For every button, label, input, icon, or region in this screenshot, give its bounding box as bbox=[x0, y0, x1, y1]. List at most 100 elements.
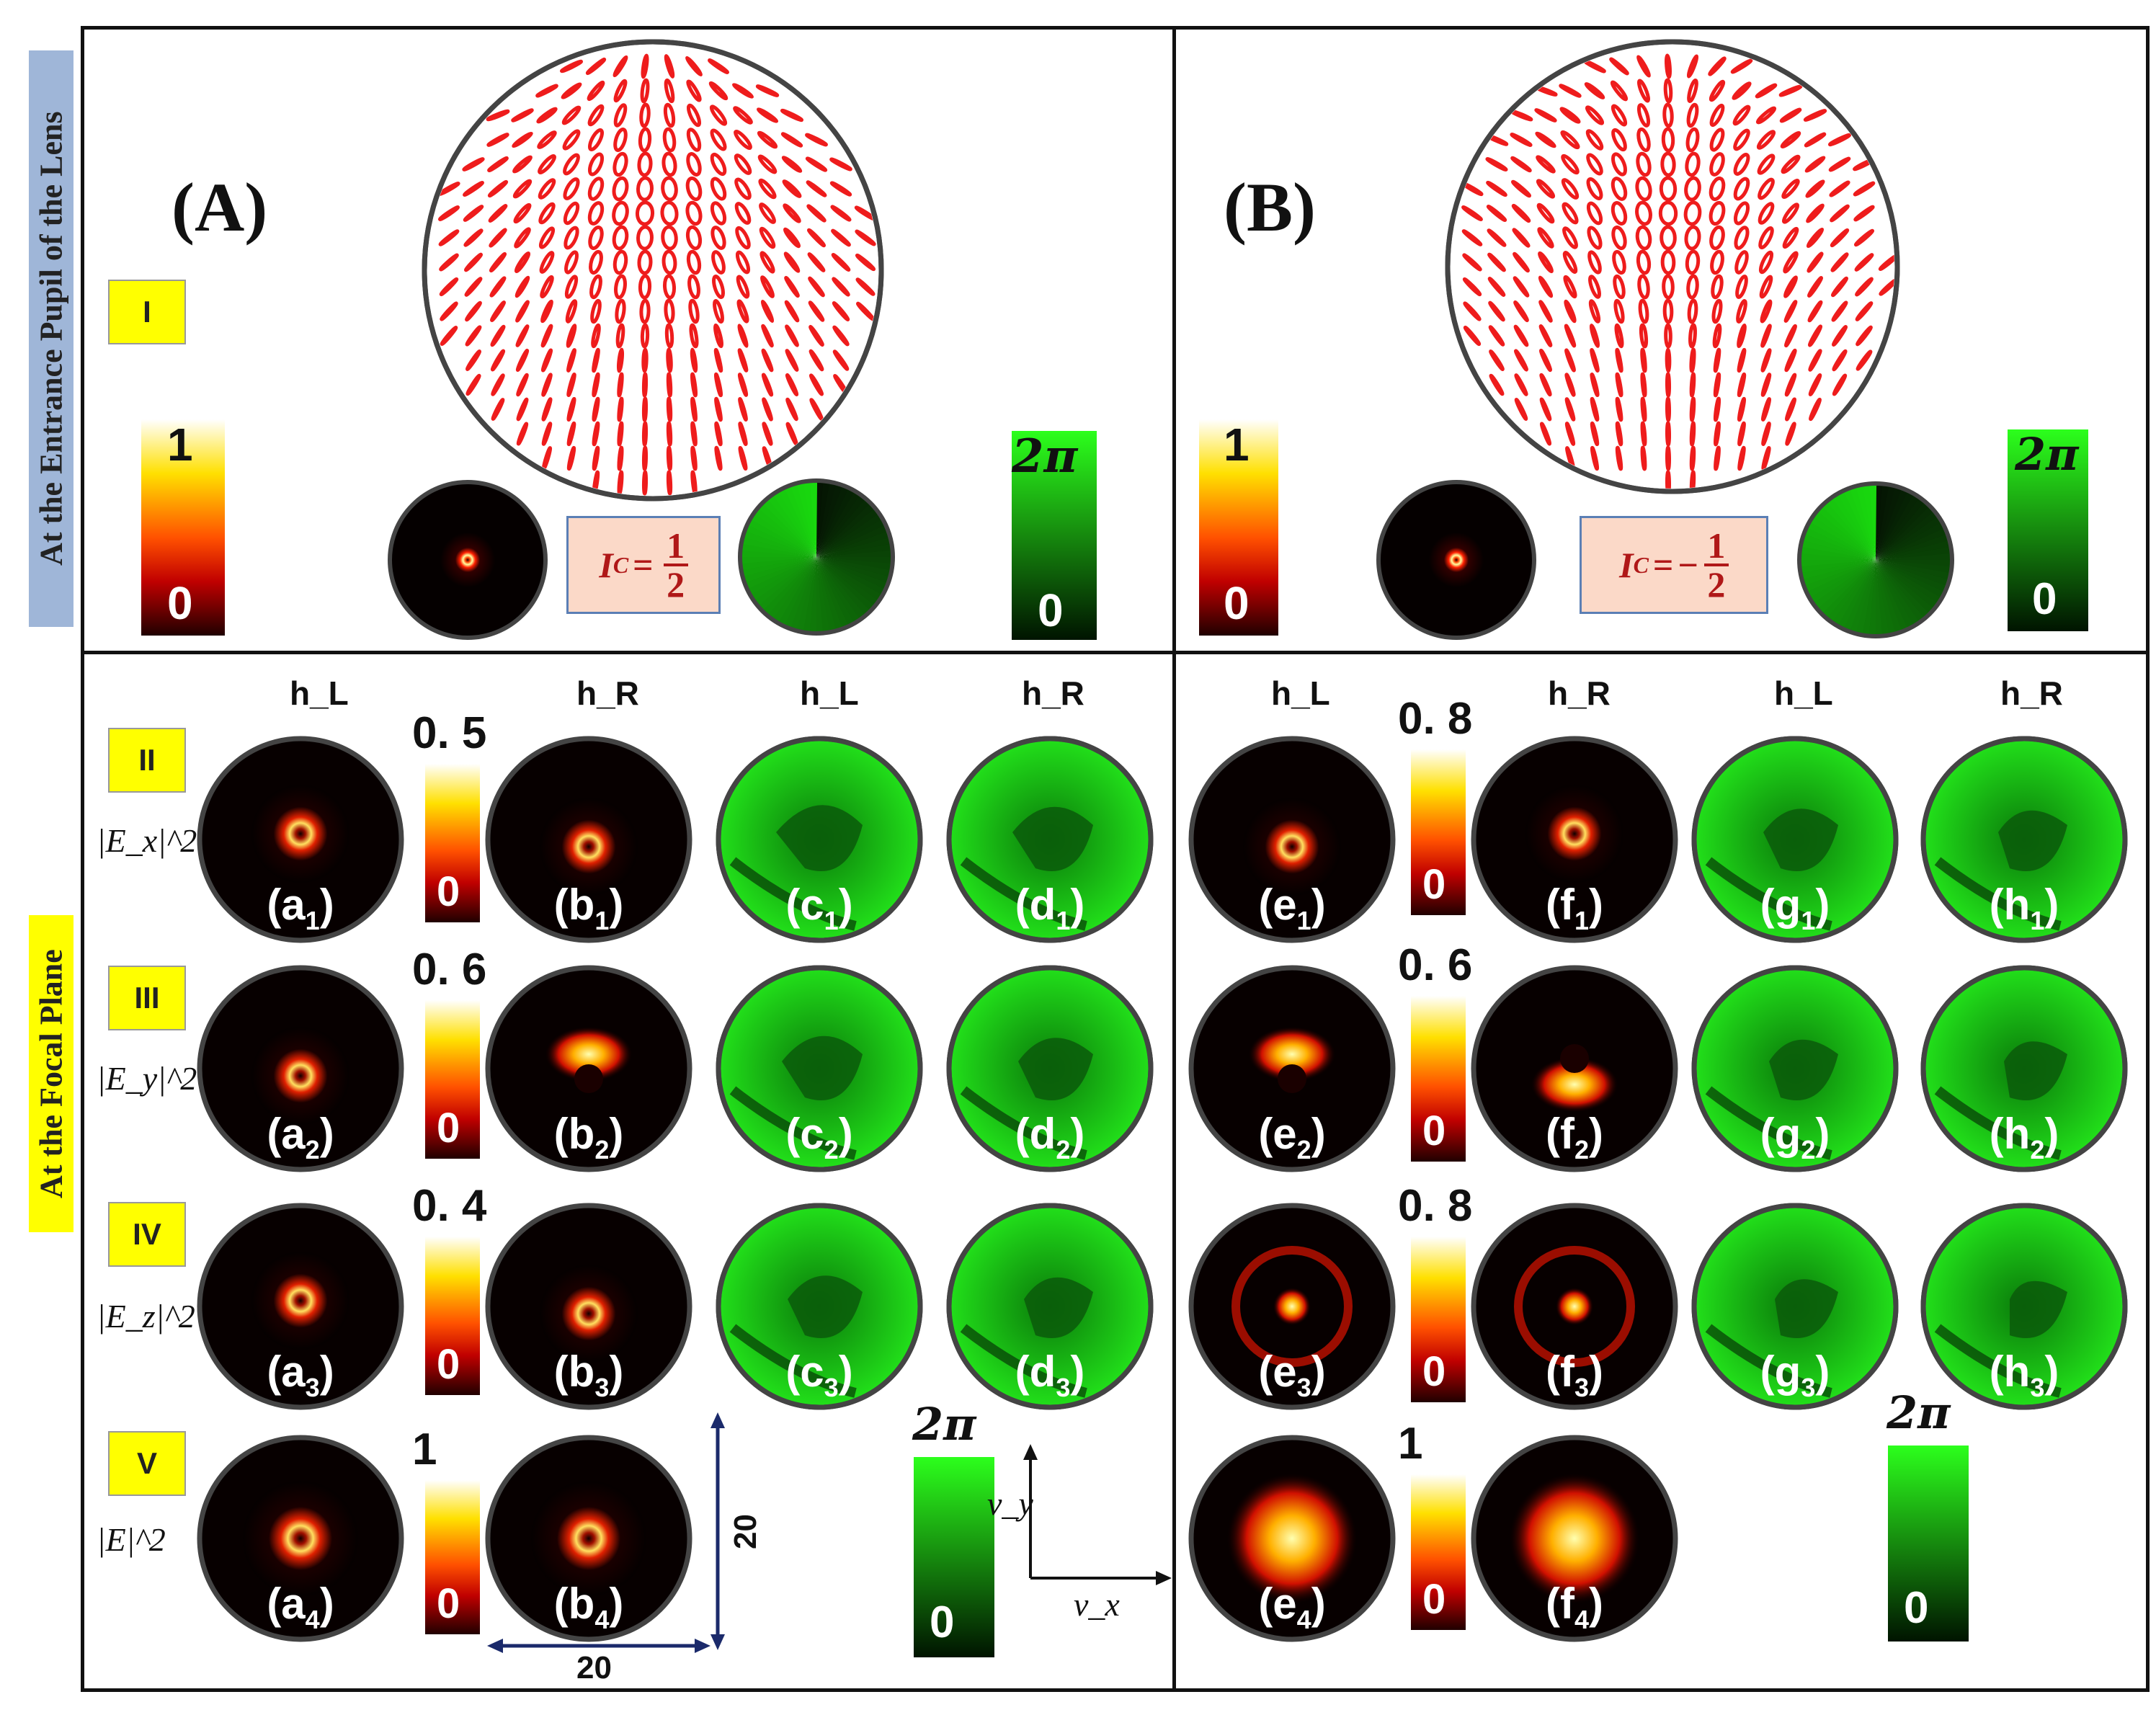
polarization-ellipse-map-A bbox=[422, 39, 884, 502]
intensity-colorbar-B-max: 1 bbox=[1224, 419, 1250, 471]
focal-colorbar-left-4-min: 0 bbox=[437, 1580, 460, 1627]
phase-colorbar-A-max: 2π bbox=[1012, 429, 1078, 484]
focal-colorbar-right-1-min: 0 bbox=[1422, 861, 1446, 908]
svg-text:(c2): (c2) bbox=[785, 1110, 852, 1164]
row-eq-E: |E|^2 bbox=[97, 1521, 166, 1558]
ic-sign-B: − bbox=[1678, 545, 1698, 585]
panel-f3: (f3) bbox=[1471, 1203, 1678, 1410]
focal-colorbar-left-1 bbox=[425, 764, 480, 922]
polarization-ellipse-map-B bbox=[1445, 39, 1900, 494]
intensity-colorbar-B-min: 0 bbox=[1224, 577, 1250, 629]
focal-phase-colorbar-left bbox=[914, 1457, 994, 1657]
row-tag-II: II bbox=[108, 728, 186, 793]
svg-text:(g3): (g3) bbox=[1760, 1348, 1830, 1402]
panel-c3: (c3) bbox=[716, 1203, 923, 1410]
ic-num-A: 1 bbox=[667, 525, 685, 566]
scale-bar-vertical bbox=[710, 1412, 725, 1650]
focal-colorbar-right-1 bbox=[1411, 749, 1466, 915]
svg-text:(g2): (g2) bbox=[1760, 1110, 1830, 1164]
focal-colorbar-left-4-max: 1 bbox=[412, 1425, 437, 1474]
svg-text:(f3): (f3) bbox=[1546, 1348, 1603, 1402]
panel-a3: (a3) bbox=[197, 1203, 404, 1410]
panel-b2: (b2) bbox=[485, 965, 692, 1172]
focal-colorbar-right-4-max: 1 bbox=[1398, 1419, 1423, 1469]
focal-phase-colorbar-right bbox=[1888, 1446, 1969, 1642]
svg-text:(e3): (e3) bbox=[1258, 1348, 1325, 1402]
svg-text:(g1): (g1) bbox=[1760, 881, 1830, 935]
focal-colorbar-right-4 bbox=[1411, 1474, 1466, 1630]
panel-g2: (g2) bbox=[1691, 965, 1899, 1172]
col-header-h: h_R bbox=[2000, 674, 2063, 712]
svg-text:(a1): (a1) bbox=[267, 881, 334, 935]
col-header-g: h_L bbox=[1774, 674, 1833, 712]
phase-colorbar-B-max: 2π bbox=[2015, 428, 2079, 481]
row-tag-V: V bbox=[108, 1431, 186, 1496]
svg-text:(f4): (f4) bbox=[1546, 1580, 1603, 1634]
focal-colorbar-left-1-max: 0. 5 bbox=[412, 708, 487, 758]
focal-colorbar-right-2-min: 0 bbox=[1422, 1108, 1446, 1154]
panel-B-focal-frame bbox=[1172, 651, 2150, 1692]
panel-c1: (c1) bbox=[716, 736, 923, 943]
phase-colorbar-A-min: 0 bbox=[1038, 584, 1064, 636]
scale-bar-horizontal-label: 20 bbox=[576, 1650, 612, 1685]
panel-a1: (a1) bbox=[197, 736, 404, 943]
axis-label-vx: v_x bbox=[1074, 1586, 1120, 1623]
ic-den-B: 2 bbox=[1707, 564, 1726, 605]
svg-text:(c1): (c1) bbox=[785, 881, 852, 935]
col-header-c: h_L bbox=[800, 674, 859, 712]
ic-rel-B: = bbox=[1652, 545, 1674, 585]
phase-colorbar-B bbox=[2008, 429, 2088, 631]
panel-a4: (a4) bbox=[197, 1435, 404, 1642]
row-tag-I: I bbox=[108, 280, 186, 344]
focal-colorbar-left-2 bbox=[425, 1000, 480, 1159]
focal-colorbar-left-3-max: 0. 4 bbox=[412, 1181, 487, 1231]
intensity-colorbar-B bbox=[1199, 419, 1278, 636]
ic-sub-B: C bbox=[1633, 551, 1649, 578]
panel-f2: (f2) bbox=[1471, 965, 1678, 1172]
ic-den-A: 2 bbox=[667, 564, 685, 605]
focal-phase-colorbar-right-min: 0 bbox=[1904, 1583, 1929, 1633]
svg-text:(e2): (e2) bbox=[1258, 1110, 1325, 1164]
focal-colorbar-right-3-max: 0. 8 bbox=[1398, 1181, 1473, 1231]
entrance-phase-disc-B bbox=[1797, 481, 1954, 638]
panel-d2: (d2) bbox=[946, 965, 1154, 1172]
panel-b1: (b1) bbox=[485, 736, 692, 943]
svg-text:(d2): (d2) bbox=[1015, 1110, 1085, 1164]
svg-text:(a3): (a3) bbox=[267, 1348, 334, 1402]
col-header-f: h_R bbox=[1548, 674, 1611, 712]
phase-colorbar-B-min: 0 bbox=[2032, 574, 2057, 624]
focal-phase-colorbar-right-max: 2π bbox=[1886, 1386, 1951, 1439]
panel-e4: (e4) bbox=[1188, 1435, 1396, 1642]
focal-phase-colorbar-left-max: 2π bbox=[912, 1398, 976, 1451]
panel-f1: (f1) bbox=[1471, 736, 1678, 943]
panel-h3: (h3) bbox=[1920, 1203, 2128, 1410]
panel-g3: (g3) bbox=[1691, 1203, 1899, 1410]
focal-colorbar-left-2-min: 0 bbox=[437, 1105, 460, 1152]
col-header-e: h_L bbox=[1271, 674, 1330, 712]
section-label-A: (A) bbox=[172, 169, 268, 246]
side-label-focal: At the Focal Plane bbox=[29, 915, 74, 1232]
row-tag-IV: IV bbox=[108, 1202, 186, 1267]
side-label-entrance: At the Entrance Pupil of the Lens bbox=[29, 50, 74, 627]
panel-d1: (d1) bbox=[946, 736, 1154, 943]
col-header-a: h_L bbox=[290, 674, 349, 712]
scale-bar-horizontal bbox=[487, 1639, 710, 1653]
panel-h1: (h1) bbox=[1920, 736, 2128, 943]
svg-text:(h2): (h2) bbox=[1990, 1110, 2059, 1164]
svg-text:(d3): (d3) bbox=[1015, 1348, 1085, 1402]
col-header-d: h_R bbox=[1022, 674, 1084, 712]
focal-phase-colorbar-left-min: 0 bbox=[930, 1598, 955, 1647]
panel-a2: (a2) bbox=[197, 965, 404, 1172]
svg-text:(b4): (b4) bbox=[554, 1580, 624, 1634]
panel-h2: (h2) bbox=[1920, 965, 2128, 1172]
scale-bar-vertical-label: 20 bbox=[728, 1514, 763, 1549]
row-eq-Ey: |E_y|^2 bbox=[97, 1060, 197, 1097]
row-eq-Ez: |E_z|^2 bbox=[97, 1298, 195, 1335]
focal-colorbar-right-3 bbox=[1411, 1237, 1466, 1402]
focal-colorbar-right-3-min: 0 bbox=[1422, 1348, 1446, 1395]
svg-text:(b2): (b2) bbox=[554, 1110, 624, 1164]
ic-lhs-B: I bbox=[1619, 545, 1634, 585]
ic-num-B: 1 bbox=[1707, 525, 1726, 566]
